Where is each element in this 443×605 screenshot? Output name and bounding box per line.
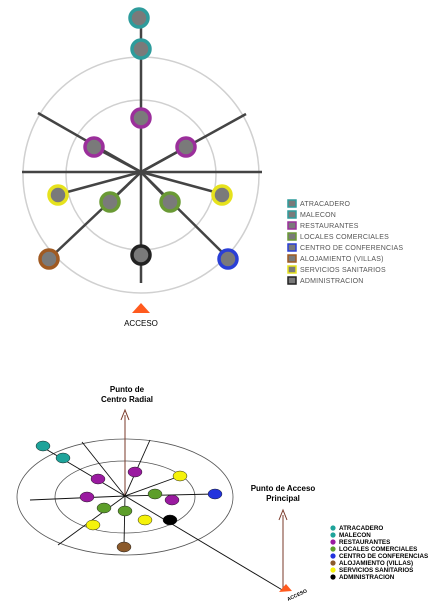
legend-dot: [330, 574, 336, 580]
bottom-legend: ATRACADERO MALECON RESTAURANTES LOCALES …: [330, 525, 428, 581]
spoke-long-access: [124, 495, 285, 592]
legend-dot: [330, 567, 336, 573]
node-villa: [116, 541, 132, 553]
node-restaurant-left: [79, 491, 95, 503]
spoke-upper-left: [81, 441, 126, 497]
node-restaurant-left: [83, 136, 105, 158]
legend-label: ATRACADERO: [339, 525, 383, 532]
node-atracadero: [35, 440, 51, 452]
node-shop-left: [96, 502, 112, 514]
node-conference: [207, 488, 223, 500]
legend-label: ADMINISTRACION: [300, 278, 363, 285]
center-label-line1: Punto de: [110, 385, 145, 394]
legend-dot: [330, 539, 336, 545]
access-label: ACCESO: [124, 319, 158, 328]
legend-swatch: [287, 210, 297, 219]
legend-label: ALOJAMIENTO (VILLAS): [339, 560, 413, 567]
legend-label: CENTRO DE CONFERENCIAS: [339, 553, 428, 560]
node-malecon: [55, 452, 71, 464]
spoke-to-sanitary-left: [59, 170, 142, 196]
legend-label: ADMINISTRACION: [339, 574, 395, 581]
spoke-to-atracadero: [43, 447, 126, 497]
legend-dot: [330, 560, 336, 566]
vertical-axis-arrowhead: [120, 408, 130, 421]
legend-swatch: [287, 254, 297, 263]
legend-dot: [330, 546, 336, 552]
node-sanitary-center: [137, 514, 153, 526]
legend-label: RESTAURANTES: [339, 539, 390, 546]
legend-swatch: [287, 276, 297, 285]
legend-label: SERVICIOS SANITARIOS: [339, 567, 413, 574]
legend-dot: [330, 525, 336, 531]
access-label-line1: Punto de Acceso: [251, 484, 316, 493]
node-sanitary-left: [47, 184, 69, 206]
node-shop-center: [147, 488, 163, 500]
node-conference: [217, 248, 239, 270]
node-administration: [162, 514, 178, 526]
node-villa: [38, 248, 60, 270]
node-restaurant-right: [164, 494, 180, 506]
legend-label: ALOJAMIENTO (VILLAS): [300, 256, 384, 263]
node-shop-right: [159, 191, 181, 213]
spoke-to-sanitary-right: [140, 170, 223, 196]
node-sanitary-lower: [85, 519, 101, 531]
legend-label: RESTAURANTES: [300, 223, 359, 230]
legend-swatch: [287, 199, 297, 208]
node-administration: [130, 244, 152, 266]
access-label-line2: Principal: [266, 494, 300, 503]
node-restaurant-upper-left: [90, 473, 106, 485]
spoke-left: [29, 495, 126, 501]
node-shop-lower: [117, 505, 133, 517]
spoke-to-sanitary: [124, 475, 181, 497]
legend-label: ATRACADERO: [300, 201, 350, 208]
legend-label: LOCALES COMERCIALES: [339, 546, 417, 553]
legend-label: LOCALES COMERCIALES: [300, 234, 389, 241]
legend-swatch: [287, 243, 297, 252]
access-arrow: [279, 584, 292, 592]
legend-label: CENTRO DE CONFERENCIAS: [300, 245, 403, 252]
node-atracadero: [128, 7, 150, 29]
legend-label: SERVICIOS SANITARIOS: [300, 267, 386, 274]
node-restaurant-right: [175, 136, 197, 158]
node-malecon: [130, 38, 152, 60]
center-label-line2: Centro Radial: [101, 395, 153, 404]
top-radial-diagram: ACCESO ATRACADERO MALECON RESTAURANTES L…: [22, 7, 403, 328]
access-arrow: [132, 303, 150, 313]
node-shop-left: [99, 191, 121, 213]
spokes: [29, 439, 285, 592]
legend-dot: [330, 532, 336, 538]
legend-dot: [330, 553, 336, 559]
node-restaurant-upper: [127, 466, 143, 478]
spoke-lower: [123, 495, 126, 547]
node-restaurant-top: [130, 107, 152, 129]
node-sanitary-upper: [172, 470, 188, 482]
legend-swatch: [287, 221, 297, 230]
legend-label: MALECON: [339, 532, 371, 539]
legend-swatch: [287, 232, 297, 241]
top-legend: ATRACADERO MALECON RESTAURANTES LOCALES …: [287, 199, 403, 285]
bottom-radial-diagram: Punto de Centro Radial Punto de Acceso P…: [16, 385, 428, 603]
node-sanitary-right: [211, 184, 233, 206]
access-axis-arrowhead: [278, 508, 288, 521]
legend-swatch: [287, 265, 297, 274]
legend-label: MALECON: [300, 212, 336, 219]
